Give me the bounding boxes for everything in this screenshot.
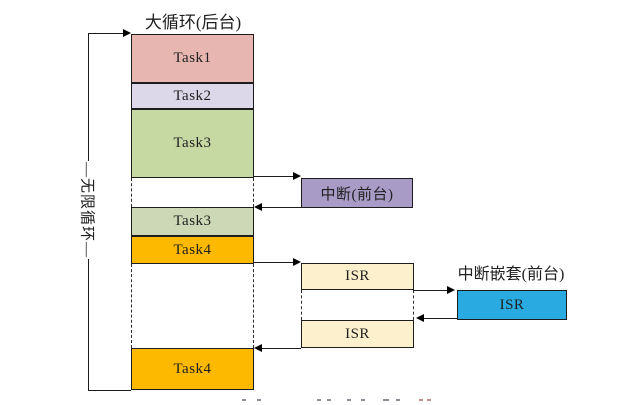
isr-call-line (254, 262, 295, 263)
loop-entry-arrowhead-icon (123, 29, 131, 37)
task3-repeat-box: Task3 (131, 207, 254, 236)
interrupt-return-arrowhead-icon (254, 203, 262, 211)
interrupt-call-line (254, 176, 295, 177)
cropped-caption-fragment (257, 399, 261, 401)
isr-call-arrowhead-icon (293, 258, 301, 266)
cropped-caption-fragment (327, 399, 331, 401)
cropped-caption-fragment (347, 399, 351, 401)
isr-return-arrowhead-icon (254, 344, 262, 352)
interrupt-gap-2 (131, 264, 254, 348)
cropped-caption-fragment (419, 399, 423, 401)
nested-return-line (423, 318, 457, 319)
isr-return-line (261, 348, 301, 349)
nested-isr-label: ISR (499, 296, 525, 313)
task4-label: Task4 (173, 241, 212, 258)
interrupt-call-arrowhead-icon (293, 172, 301, 180)
cropped-caption-fragment (317, 399, 321, 401)
infinite-loop-label: —无限循环— (77, 160, 99, 260)
task3-label: Task3 (173, 135, 212, 151)
isr-gap-left-dashed-line (301, 290, 302, 320)
interrupt-gap-1 (131, 178, 254, 207)
nested-call-arrowhead-icon (447, 286, 455, 294)
cropped-caption-fragment (242, 399, 246, 401)
task4-box: Task4 (131, 236, 254, 264)
task4-repeat-label: Task4 (173, 360, 212, 377)
isr2-box: ISR (301, 320, 414, 348)
nested-return-arrowhead-icon (416, 314, 424, 322)
task1-label: Task1 (173, 50, 212, 66)
isr2-label: ISR (345, 325, 370, 342)
interrupt-return-line (261, 207, 301, 208)
task1-box: Task1 (131, 34, 254, 83)
cropped-caption-fragment (396, 399, 400, 401)
loop-bottom-line (88, 390, 131, 391)
nested-call-line (414, 290, 449, 291)
task3-box: Task3 (131, 109, 254, 178)
cropped-caption-fragment (361, 399, 365, 401)
interrupt-box: 中断(前台) (301, 178, 413, 208)
isr1-box: ISR (301, 263, 414, 290)
nested-interrupt-title: 中断嵌套(前台) (457, 266, 565, 283)
nested-isr-box: ISR (457, 290, 567, 320)
loop-top-line (88, 33, 124, 34)
interrupt-label: 中断(前台) (320, 186, 394, 203)
task3-repeat-label: Task3 (173, 213, 212, 229)
task2-label: Task2 (173, 87, 212, 104)
isr-gap-right-dashed-line (413, 290, 414, 320)
cropped-caption-fragment (427, 399, 431, 401)
isr1-label: ISR (345, 268, 370, 284)
cropped-caption-fragment (383, 399, 389, 401)
background-loop-title: 大循环(后台) (144, 13, 242, 32)
task4-repeat-box: Task4 (131, 348, 254, 390)
task2-box: Task2 (131, 83, 254, 109)
